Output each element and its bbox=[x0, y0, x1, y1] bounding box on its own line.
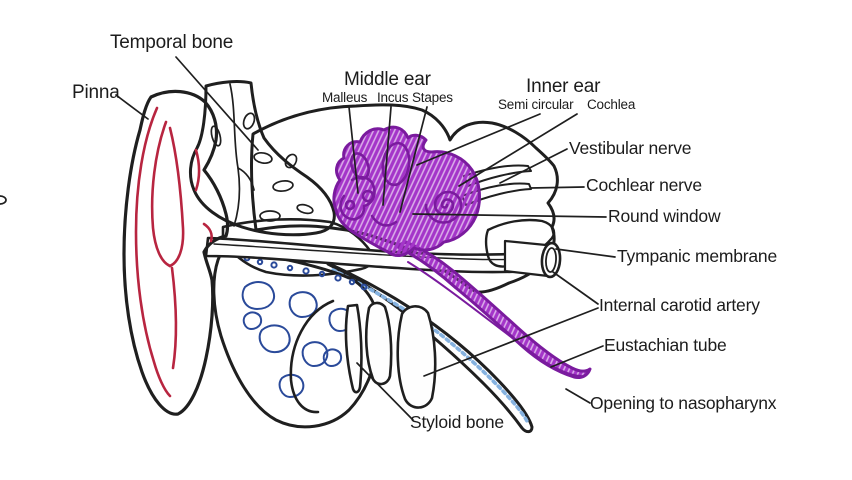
label-malleus: Malleus bbox=[322, 90, 368, 105]
leader-malleus bbox=[348, 106, 359, 194]
jaw-and-styloid-bones bbox=[289, 299, 437, 414]
semicircular-canal-loop bbox=[381, 141, 411, 187]
inner-ear-details bbox=[339, 141, 582, 377]
leader-stapes bbox=[399, 106, 428, 213]
leader-carotid-upper bbox=[552, 271, 599, 305]
leader-lines bbox=[115, 56, 616, 421]
leader-pinna bbox=[115, 94, 149, 120]
pinna-region bbox=[122, 89, 230, 416]
leader-round-window bbox=[412, 213, 607, 218]
middle-inner-ear-region bbox=[332, 125, 592, 379]
carotid-artery-tube bbox=[326, 262, 534, 434]
leader-incus bbox=[382, 106, 392, 206]
leader-carotid-lower bbox=[423, 307, 599, 377]
pinna-fold-lines bbox=[134, 106, 213, 398]
tympanic-membrane-cylinder bbox=[503, 239, 562, 279]
label-opening-to-nasopharynx: Opening to nasopharynx bbox=[590, 393, 777, 413]
leader-cochlear-nerve bbox=[530, 186, 585, 189]
styloid-bone-shape bbox=[344, 303, 363, 394]
leader-semi-circular bbox=[416, 113, 541, 166]
label-round-window: Round window bbox=[608, 206, 721, 226]
label-cochlea: Cochlea bbox=[587, 97, 636, 112]
label-stapes: Stapes bbox=[412, 90, 453, 105]
label-tympanic-membrane: Tympanic membrane bbox=[617, 246, 777, 266]
temporal-bone-region bbox=[0, 80, 336, 237]
label-temporal-bone: Temporal bone bbox=[110, 32, 234, 53]
leader-styloid-bone bbox=[356, 362, 414, 421]
label-middle-ear: Middle ear bbox=[344, 69, 431, 90]
leader-cochlea bbox=[458, 113, 578, 187]
leader-eustachian-tube bbox=[550, 345, 604, 368]
label-internal-carotid-artery: Internal carotid artery bbox=[599, 295, 760, 315]
label-styloid-bone: Styloid bone bbox=[410, 412, 504, 432]
label-eustachian-tube: Eustachian tube bbox=[604, 335, 727, 355]
label-cochlear-nerve: Cochlear nerve bbox=[586, 175, 702, 195]
label-pinna: Pinna bbox=[72, 82, 120, 103]
label-inner-ear: Inner ear bbox=[526, 76, 601, 97]
label-vestibular-nerve: Vestibular nerve bbox=[569, 138, 692, 158]
mastoid-air-cells bbox=[241, 254, 368, 398]
cochlea-spiral bbox=[424, 190, 463, 224]
mastoid-region bbox=[212, 247, 381, 429]
eustachian-tube-shape bbox=[394, 240, 592, 379]
bone-texture-squiggles bbox=[0, 83, 314, 227]
leader-vestibular-nerve bbox=[499, 148, 568, 184]
label-semi-circular: Semi circular bbox=[498, 97, 574, 112]
leader-opening-nasopharynx bbox=[565, 388, 591, 404]
leader-temporal-bone bbox=[175, 56, 259, 151]
label-incus: Incus bbox=[377, 90, 409, 105]
leader-tympanic-membrane bbox=[555, 248, 616, 258]
